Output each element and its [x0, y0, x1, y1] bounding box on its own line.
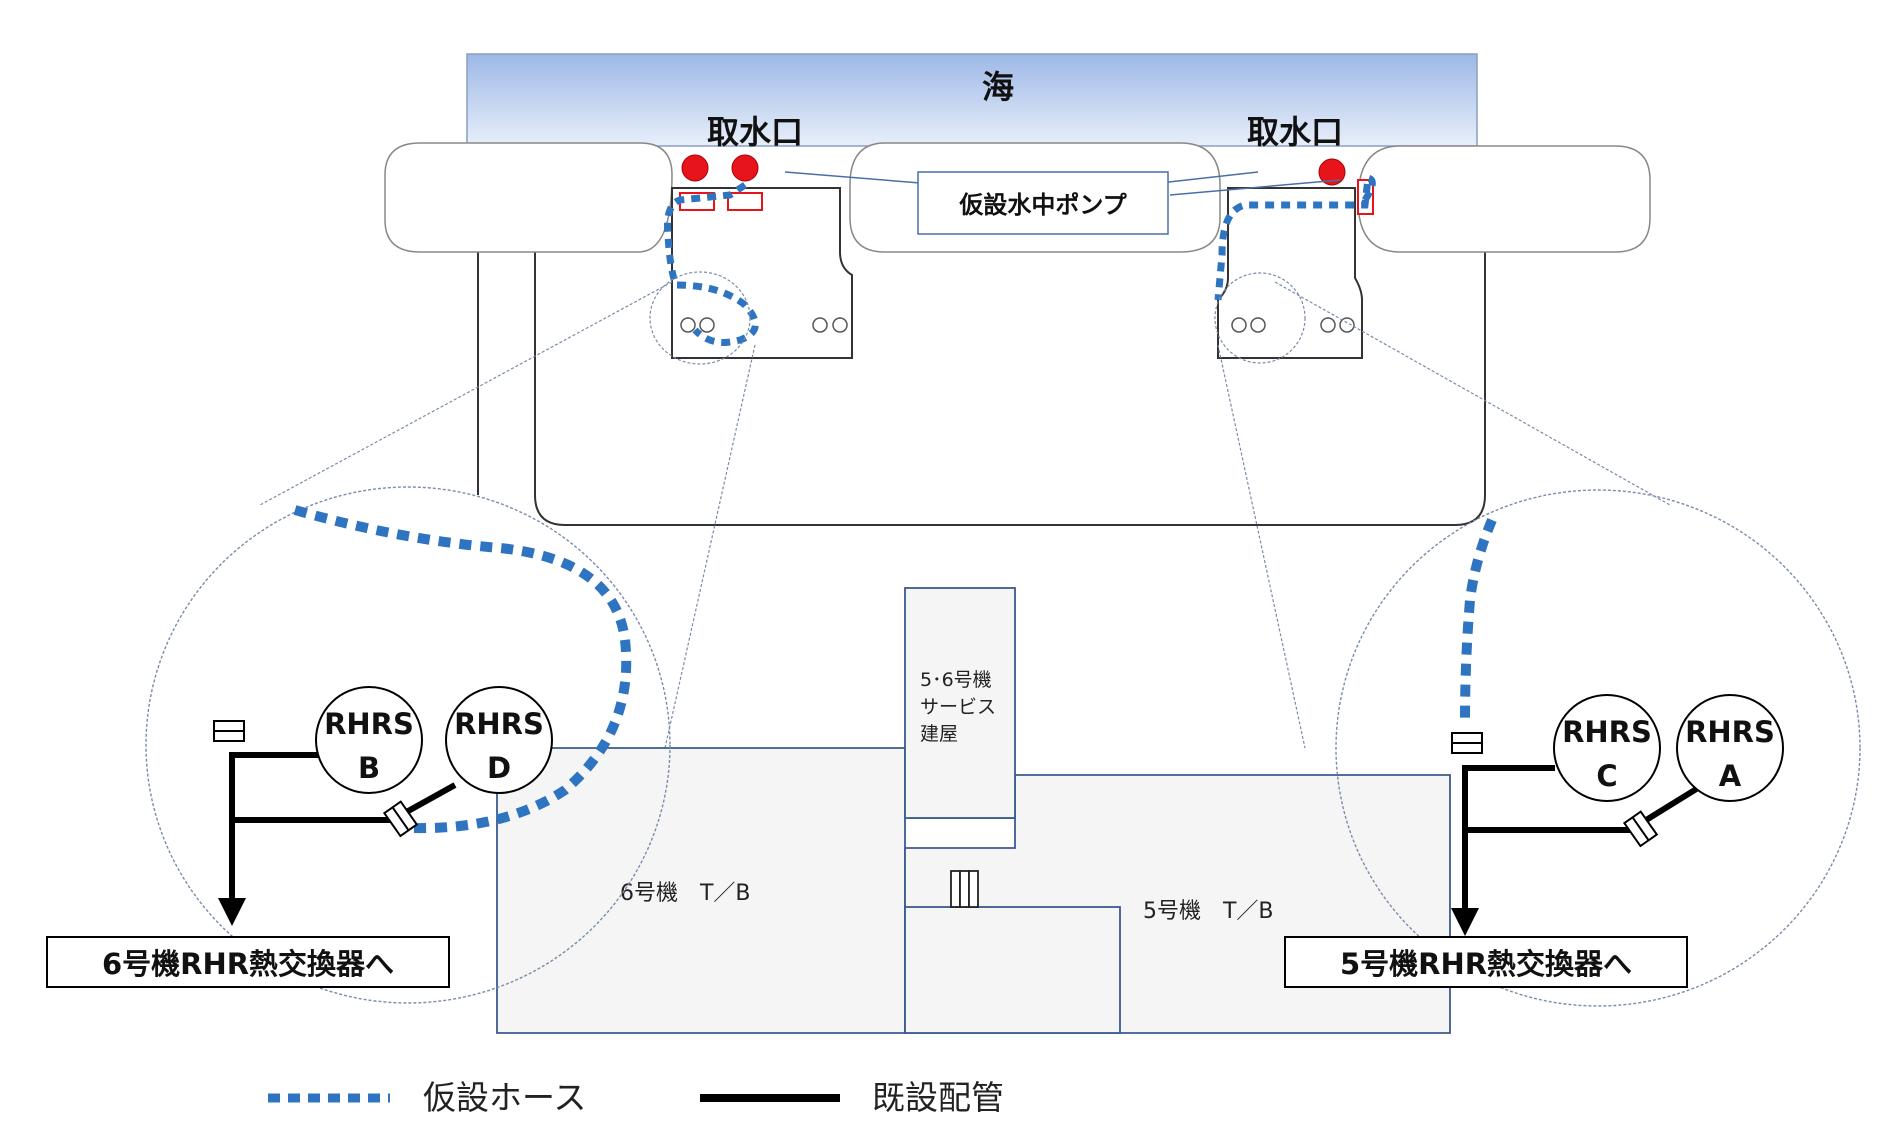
- hose-detail-unit6: [293, 505, 632, 834]
- valve-symbol-unit5-top: [1451, 732, 1483, 754]
- pump-marker-1: [681, 154, 709, 182]
- intake-structure-unit6: [671, 187, 853, 359]
- flow-arrow-unit6: [218, 898, 246, 926]
- pump-rhrs-d: RHRS D: [445, 686, 553, 794]
- intake-structure-unit5: [1217, 187, 1363, 359]
- legend-hose-label: 仮設ホース: [423, 1078, 586, 1117]
- service-building-line2: サービス: [920, 696, 996, 718]
- hose-detail-unit5: [1460, 518, 1497, 721]
- destination-label-unit6: 6号機RHR熱交換器へ: [102, 947, 394, 981]
- turbine-building-unit5-label: 5号機 T／B: [1143, 899, 1274, 924]
- sea-label: 海: [982, 68, 1014, 106]
- service-building: [904, 587, 1016, 819]
- legend-pipe-label: 既設配管: [872, 1078, 1004, 1117]
- stairs-symbol: [950, 870, 979, 908]
- pump-rhrs-b-line1: RHRS: [324, 707, 414, 741]
- destination-label-unit5: 5号機RHR熱交換器へ: [1340, 947, 1632, 981]
- service-building-line1: 5･6号機: [920, 669, 992, 691]
- annex-block: [904, 906, 1121, 1034]
- intake-label-left: 取水口: [707, 113, 803, 151]
- legend: 仮設ホース 既設配管: [268, 1078, 1004, 1117]
- pump-rhrs-d-line2: D: [487, 751, 511, 785]
- breakwater-right: [1357, 145, 1651, 253]
- zoom-source-unit5: [1214, 272, 1306, 364]
- service-building-line3: 建屋: [920, 723, 958, 745]
- hose-intake-unit5: [1214, 173, 1376, 301]
- sea-area: [466, 53, 1478, 147]
- pump-callout-label: 仮設水中ポンプ: [958, 191, 1127, 219]
- pump-rhrs-c-line1: RHRS: [1562, 715, 1652, 749]
- pump-rhrs-d-line1: RHRS: [454, 707, 544, 741]
- pump-callout: 仮設水中ポンプ: [784, 171, 1341, 235]
- pump-rhrs-a-line2: A: [1719, 759, 1742, 793]
- zoom-detail-unit5: [1335, 489, 1861, 1007]
- pump-marker-2: [731, 154, 759, 182]
- zoom-guides: [259, 281, 1671, 749]
- valve-symbol-unit5-branch: [1622, 810, 1659, 848]
- pump-rhrs-c: RHRS C: [1553, 694, 1661, 802]
- valve-symbol-unit6-branch: [382, 800, 419, 838]
- hose-intake-unit6: [664, 182, 759, 346]
- plant-inner-boundary: [534, 250, 1486, 526]
- pump-rhrs-c-line2: C: [1596, 759, 1617, 793]
- pump-box-2: [727, 192, 763, 211]
- pump-rhrs-a: RHRS A: [1676, 694, 1784, 802]
- zoom-detail-unit6: [145, 486, 671, 1004]
- zoom-source-unit6: [649, 271, 751, 365]
- flow-arrow-unit5: [1451, 908, 1479, 936]
- intake-label-right: 取水口: [1247, 113, 1343, 151]
- pump-rhrs-b: RHRS B: [315, 686, 423, 794]
- destination-box-unit6: 6号機RHR熱交換器へ: [46, 936, 450, 988]
- destination-box-unit5: 5号機RHR熱交換器へ: [1284, 936, 1688, 988]
- pump-marker-3: [1318, 158, 1346, 186]
- pump-rhrs-a-line1: RHRS: [1685, 715, 1775, 749]
- pump-rhrs-b-line2: B: [358, 751, 380, 785]
- valve-symbol-unit6-top: [213, 720, 245, 742]
- pump-pits: [680, 317, 1355, 333]
- breakwater-left: [384, 142, 673, 253]
- turbine-building-unit6-label: 6号機 T／B: [620, 881, 751, 906]
